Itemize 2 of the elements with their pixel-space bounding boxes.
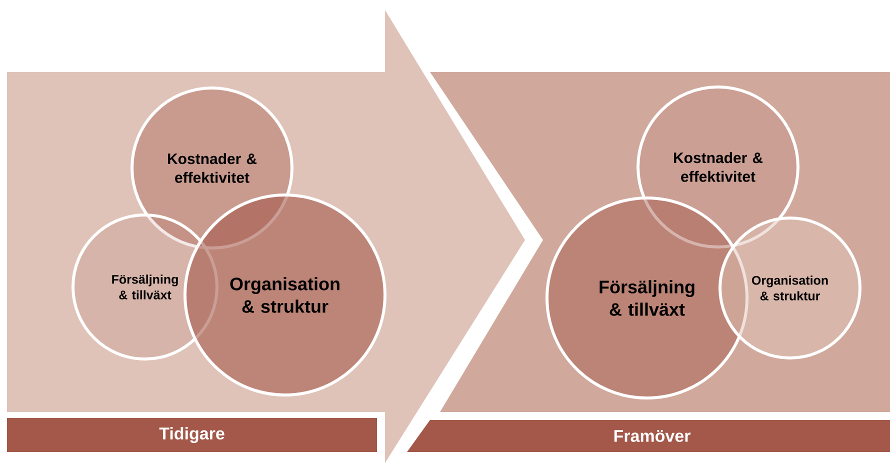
- label-bar: Tidigare: [7, 418, 377, 452]
- label-bar: Framöver: [407, 420, 890, 452]
